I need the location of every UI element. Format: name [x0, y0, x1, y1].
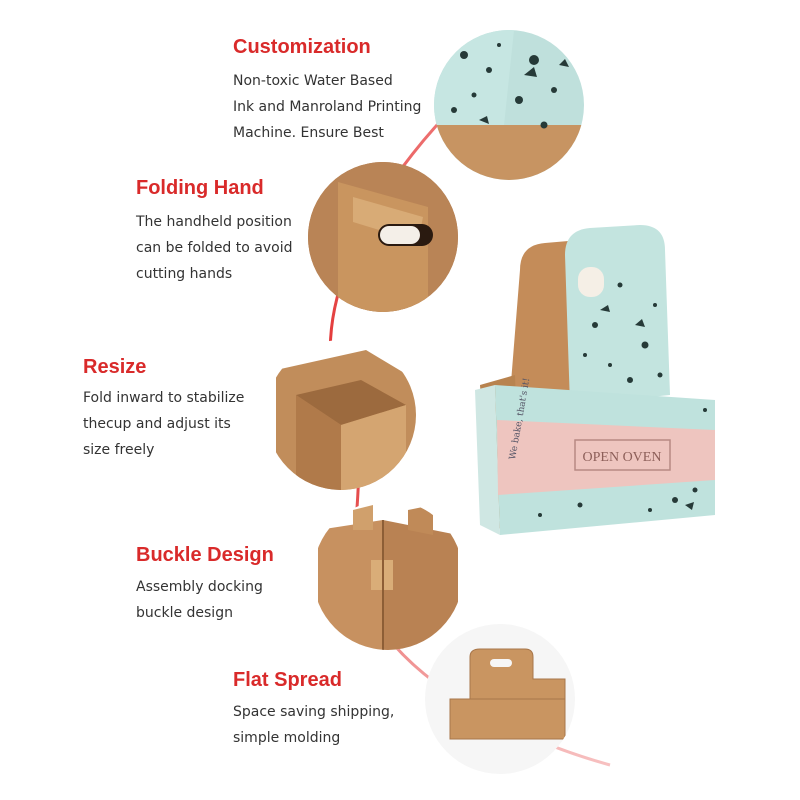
buckle-design-photo	[313, 500, 463, 650]
customization-photo	[434, 30, 584, 180]
flat-spread-photo	[425, 624, 575, 774]
buckle-design-title: Buckle Design	[136, 544, 274, 566]
flat-spread-description: Space saving shipping, simple molding	[233, 704, 395, 746]
customization-description: Non-toxic Water Based Ink and Manroland …	[233, 73, 422, 141]
cup-carrier-product: OPEN OVEN We bake, that's it!	[475, 225, 715, 535]
buckle-design-description: Assembly docking buckle design	[136, 579, 263, 621]
resize-description: Fold inward to stabilize thecup and adju…	[83, 390, 245, 458]
folding-hand-title: Folding Hand	[136, 177, 264, 199]
folding-hand-photo	[308, 162, 458, 312]
brand-text: OPEN OVEN	[583, 450, 662, 465]
folding-hand-description: The handheld position can be folded to a…	[136, 214, 293, 282]
flat-spread-title: Flat Spread	[233, 669, 342, 691]
resize-title: Resize	[83, 356, 147, 378]
resize-photo	[266, 340, 416, 490]
customization-title: Customization	[233, 36, 371, 58]
